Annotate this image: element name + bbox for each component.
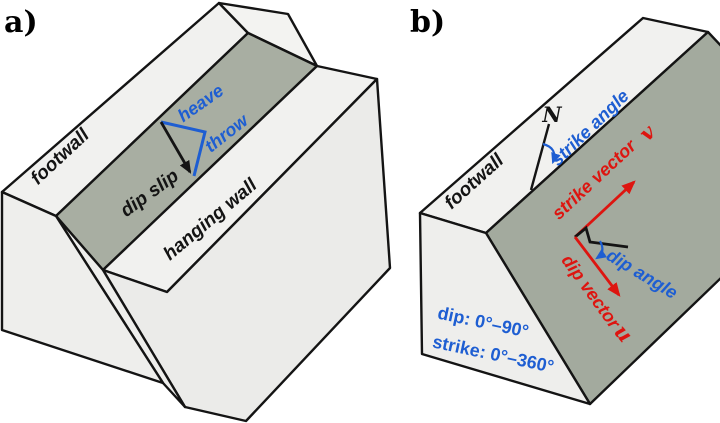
horizontal-reference-line [574,225,629,249]
dip-slip-arrow [159,121,192,174]
north-label: N [541,102,562,127]
footwall-front-face-b [418,211,592,406]
dip-angle-arc [595,240,608,260]
panel-b: b) footwall N strike angle strike vector… [410,5,720,406]
north-line [529,123,551,191]
heave-throw-line [160,120,207,177]
dip-vector-arrow [573,236,621,297]
panel-a-label: a) [4,5,38,40]
panel-b-label: b) [410,5,445,40]
strike-angle-arc [542,142,561,165]
panel-a: a) footwall dip slip heave throw hanging… [0,1,392,423]
footwall-front-face-a [0,190,165,385]
